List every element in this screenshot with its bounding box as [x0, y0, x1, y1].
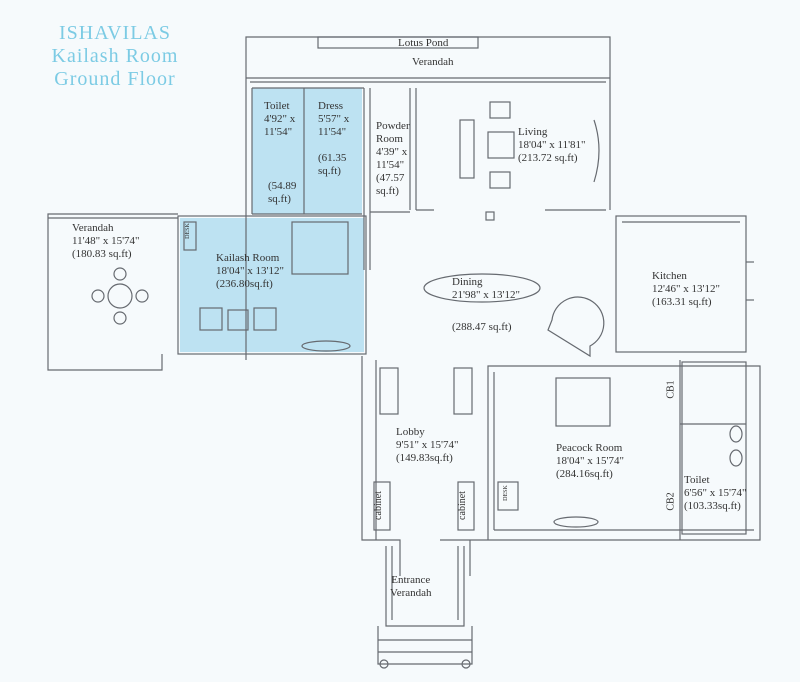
- title-line-1: ISHAVILAS: [59, 22, 171, 44]
- toilet-left-dims: 4'92" x 11'54": [264, 113, 296, 138]
- living-sofa-left: [459, 119, 475, 179]
- verandah-left-dims: 11'48" x 15'74": [72, 235, 140, 247]
- peacock-rug: [553, 516, 599, 528]
- plan-title: ISHAVILAS Kailash Room Ground Floor: [20, 22, 210, 91]
- verandah-left-area: (180.83 sq.ft): [72, 248, 132, 260]
- kailash-rug: [301, 340, 351, 352]
- entrance-verandah-label: Entrance Verandah: [390, 574, 432, 599]
- dress-area: (61.35 sq.ft): [318, 152, 347, 177]
- kailash-desk: [183, 221, 197, 251]
- dining-area: (288.47 sq.ft): [452, 321, 512, 333]
- column-1: [485, 211, 495, 221]
- kitchen-area: (163.31 sq.ft): [652, 296, 712, 308]
- cabinet-left: [373, 481, 391, 531]
- cabinet-left-label: cabinet: [372, 491, 384, 520]
- toilet-left-name: Toilet: [264, 100, 290, 112]
- toilet-right-area: (103.33sq.ft): [684, 500, 741, 512]
- walls: [47, 36, 761, 669]
- verandah-left-name: Verandah: [72, 222, 114, 234]
- dress-dims: 5'57" x 11'54": [318, 113, 350, 138]
- peacock-dims: 18'04" x 15'74": [556, 455, 624, 467]
- living-rug: [593, 119, 600, 183]
- powder-dims: 4'39" x 11'54": [376, 146, 408, 171]
- toilet-right-name: Toilet: [684, 474, 710, 486]
- kailash-bed: [291, 221, 349, 275]
- peacock-desk-label: DESK: [502, 485, 509, 501]
- living-area: (213.72 sq.ft): [518, 152, 578, 164]
- cb2-label: CB2: [665, 492, 677, 511]
- peacock-name: Peacock Room: [556, 442, 623, 454]
- powder-area: (47.57 sq.ft): [376, 172, 405, 197]
- toilet-right-dims: 6'56" x 15'74": [684, 487, 747, 499]
- cabinet-right-label: cabinet: [456, 491, 468, 520]
- dining-table: [423, 273, 541, 303]
- kailash-chair-2: [253, 307, 277, 331]
- living-chair-2: [489, 171, 511, 189]
- toilet-right-outline: [681, 361, 747, 535]
- living-dims: 18'04" x 11'81": [518, 139, 586, 151]
- living-name: Living: [518, 126, 548, 138]
- toilet-left-fill: [252, 88, 304, 214]
- dining-name: Dining: [452, 276, 483, 288]
- kailash-sofa: [199, 307, 223, 331]
- peacock-desk: [497, 481, 519, 511]
- title-line-2: Kailash Room: [51, 45, 179, 67]
- lobby-sofa-left: [379, 367, 399, 415]
- verandah-table: [107, 283, 133, 309]
- kailash-room-outline: [177, 215, 367, 355]
- title-line-3: Ground Floor: [54, 68, 176, 90]
- dress-fill: [304, 88, 362, 214]
- entrance-steps: [377, 626, 473, 665]
- kailash-dims: 18'04" x 13'12": [216, 265, 284, 277]
- kailash-area: (236.80sq.ft): [216, 278, 273, 290]
- kailash-name: Kailash Room: [216, 252, 280, 264]
- kailash-desk-label: DESK: [184, 223, 191, 239]
- lobby-area: (149.83sq.ft): [396, 452, 453, 464]
- lobby-sofa-right: [453, 367, 473, 415]
- peacock-area: (284.16sq.ft): [556, 468, 613, 480]
- kitchen-outline: [615, 215, 747, 353]
- lotus-pond: [317, 36, 479, 49]
- toilet-left-area: (54.89 sq.ft): [268, 180, 297, 205]
- kailash-chair: [227, 309, 249, 331]
- lobby-dims: 9'51" x 15'74": [396, 439, 459, 451]
- lotus-pond-label: Lotus Pond: [398, 37, 449, 49]
- kitchen-name: Kitchen: [652, 270, 687, 282]
- dining-dims: 21'98" x 13'12": [452, 289, 520, 301]
- dress-name: Dress: [318, 100, 344, 112]
- powder-name: Powder Room: [376, 120, 410, 145]
- living-table: [487, 131, 515, 159]
- kitchen-dims: 12'46" x 13'12": [652, 283, 720, 295]
- cabinet-right: [457, 481, 475, 531]
- peacock-bed: [555, 377, 611, 427]
- spiral-stair: [547, 296, 605, 358]
- living-chair-1: [489, 101, 511, 119]
- lobby-name: Lobby: [396, 426, 425, 438]
- verandah-top-label: Verandah: [412, 56, 454, 68]
- cb1-label: CB1: [665, 380, 677, 399]
